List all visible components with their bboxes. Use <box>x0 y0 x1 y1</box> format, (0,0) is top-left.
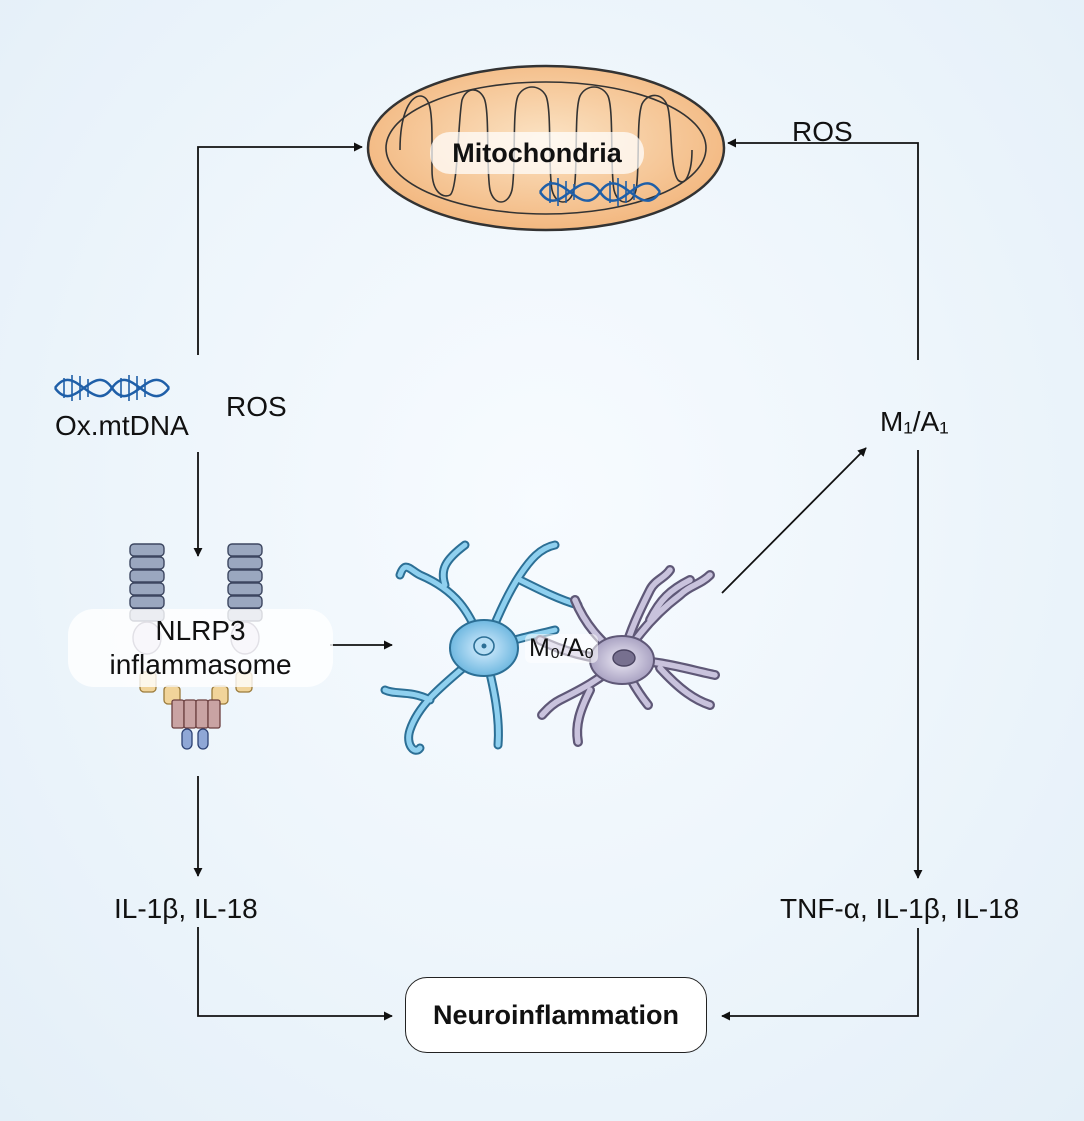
neuroinflammation-box: Neuroinflammation <box>405 977 707 1053</box>
il-cytokines-left-label: IL-1β, IL-18 <box>114 893 258 924</box>
arrow-m1a1-to-mitochondria <box>727 138 919 360</box>
dna-helix-icon <box>538 178 662 206</box>
dna-helix-icon <box>53 375 171 401</box>
arrow-cells-to-m1a1 <box>721 447 867 594</box>
ox-mtdna-label: Ox.mtDNA <box>55 410 189 441</box>
ros-label-left: ROS <box>226 391 287 422</box>
ros-label-top-right: ROS <box>792 116 853 147</box>
m1-a1-label: M₁/A₁ <box>880 406 949 437</box>
connector-lines <box>193 138 923 1021</box>
microglia-cell-icon <box>380 540 583 755</box>
cytokines-right-label: TNF-α, IL-1β, IL-18 <box>780 893 1020 924</box>
m0-a0-label: M₀/A₀ <box>525 634 599 663</box>
nlrp3-label-line1: NLRP3 <box>155 615 246 646</box>
nlrp3-label: NLRP3 inflammasome <box>68 614 333 682</box>
nlrp3-label-line2: inflammasome <box>109 649 292 680</box>
nlrp3-label-box <box>68 609 333 687</box>
arrow-oxmtdna-to-mitochondria <box>197 142 363 355</box>
mitochondria-label: Mitochondria <box>430 132 644 174</box>
nlrp3-receptor-icon <box>129 543 263 750</box>
arrow-il-to-neuroinflammation <box>197 927 393 1021</box>
arrow-cytokines-to-neuroinflammation <box>721 928 919 1021</box>
